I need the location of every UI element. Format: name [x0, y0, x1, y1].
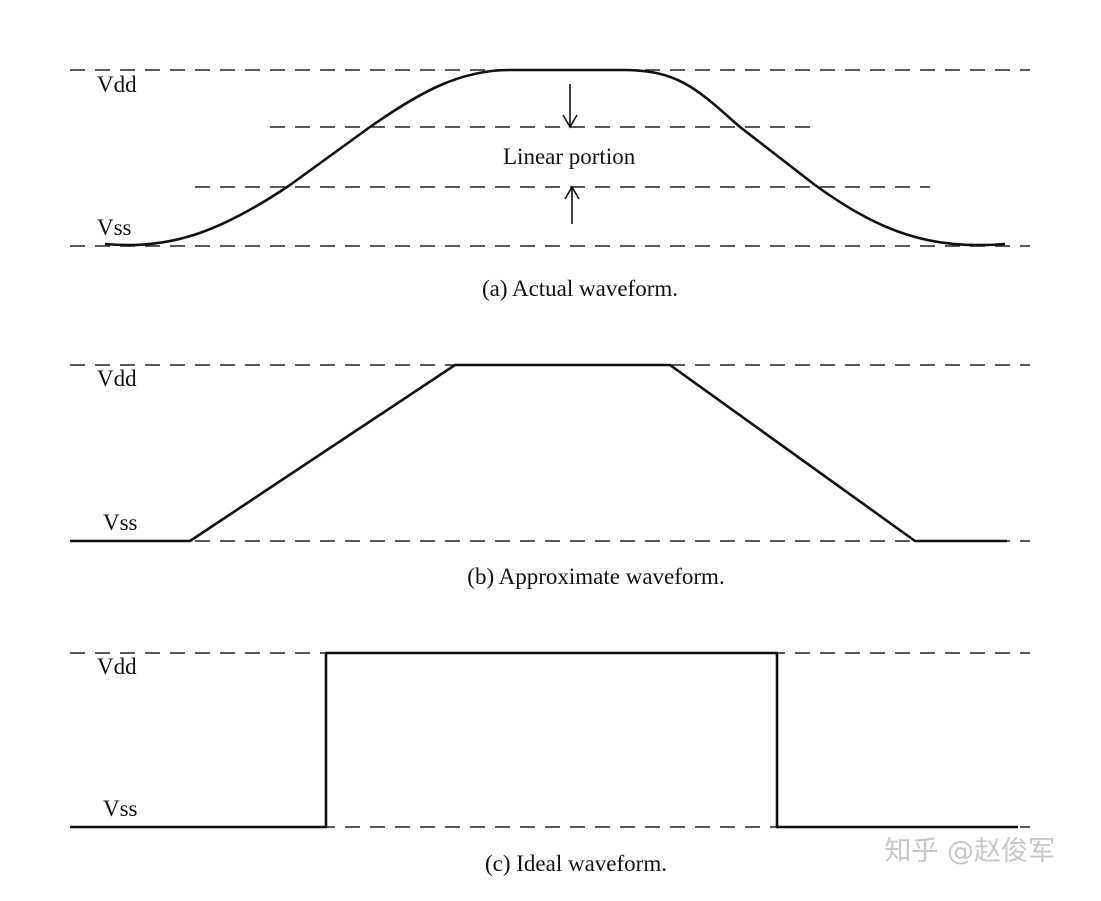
vdd-label: Vdd [97, 366, 137, 391]
watermark: 知乎 @赵俊军 [884, 836, 1055, 867]
vss-label: Vss [97, 215, 132, 240]
up-arrow [564, 185, 580, 224]
caption-b: (b) Approximate waveform. [467, 564, 724, 589]
vdd-label: Vdd [97, 72, 137, 97]
approximate-waveform-trapezoid [70, 363, 1007, 543]
actual-waveform-curve [104, 68, 1006, 247]
down-arrow [562, 84, 578, 129]
panel-b-approximate-waveform: Vdd Vss (b) Approximate waveform. [70, 363, 1030, 589]
vss-label: Vss [103, 796, 138, 821]
caption-c: (c) Ideal waveform. [485, 851, 667, 876]
caption-a: (a) Actual waveform. [482, 276, 678, 301]
ideal-waveform-square [70, 651, 1018, 829]
panel-c-ideal-waveform: Vdd Vss (c) Ideal waveform. [70, 651, 1030, 876]
panel-a-actual-waveform: Vdd Vss Linear portion (a) Actual wavefo… [70, 68, 1030, 301]
vdd-label: Vdd [97, 654, 137, 679]
linear-portion-annotation: Linear portion [503, 144, 636, 169]
vss-label: Vss [103, 510, 138, 535]
